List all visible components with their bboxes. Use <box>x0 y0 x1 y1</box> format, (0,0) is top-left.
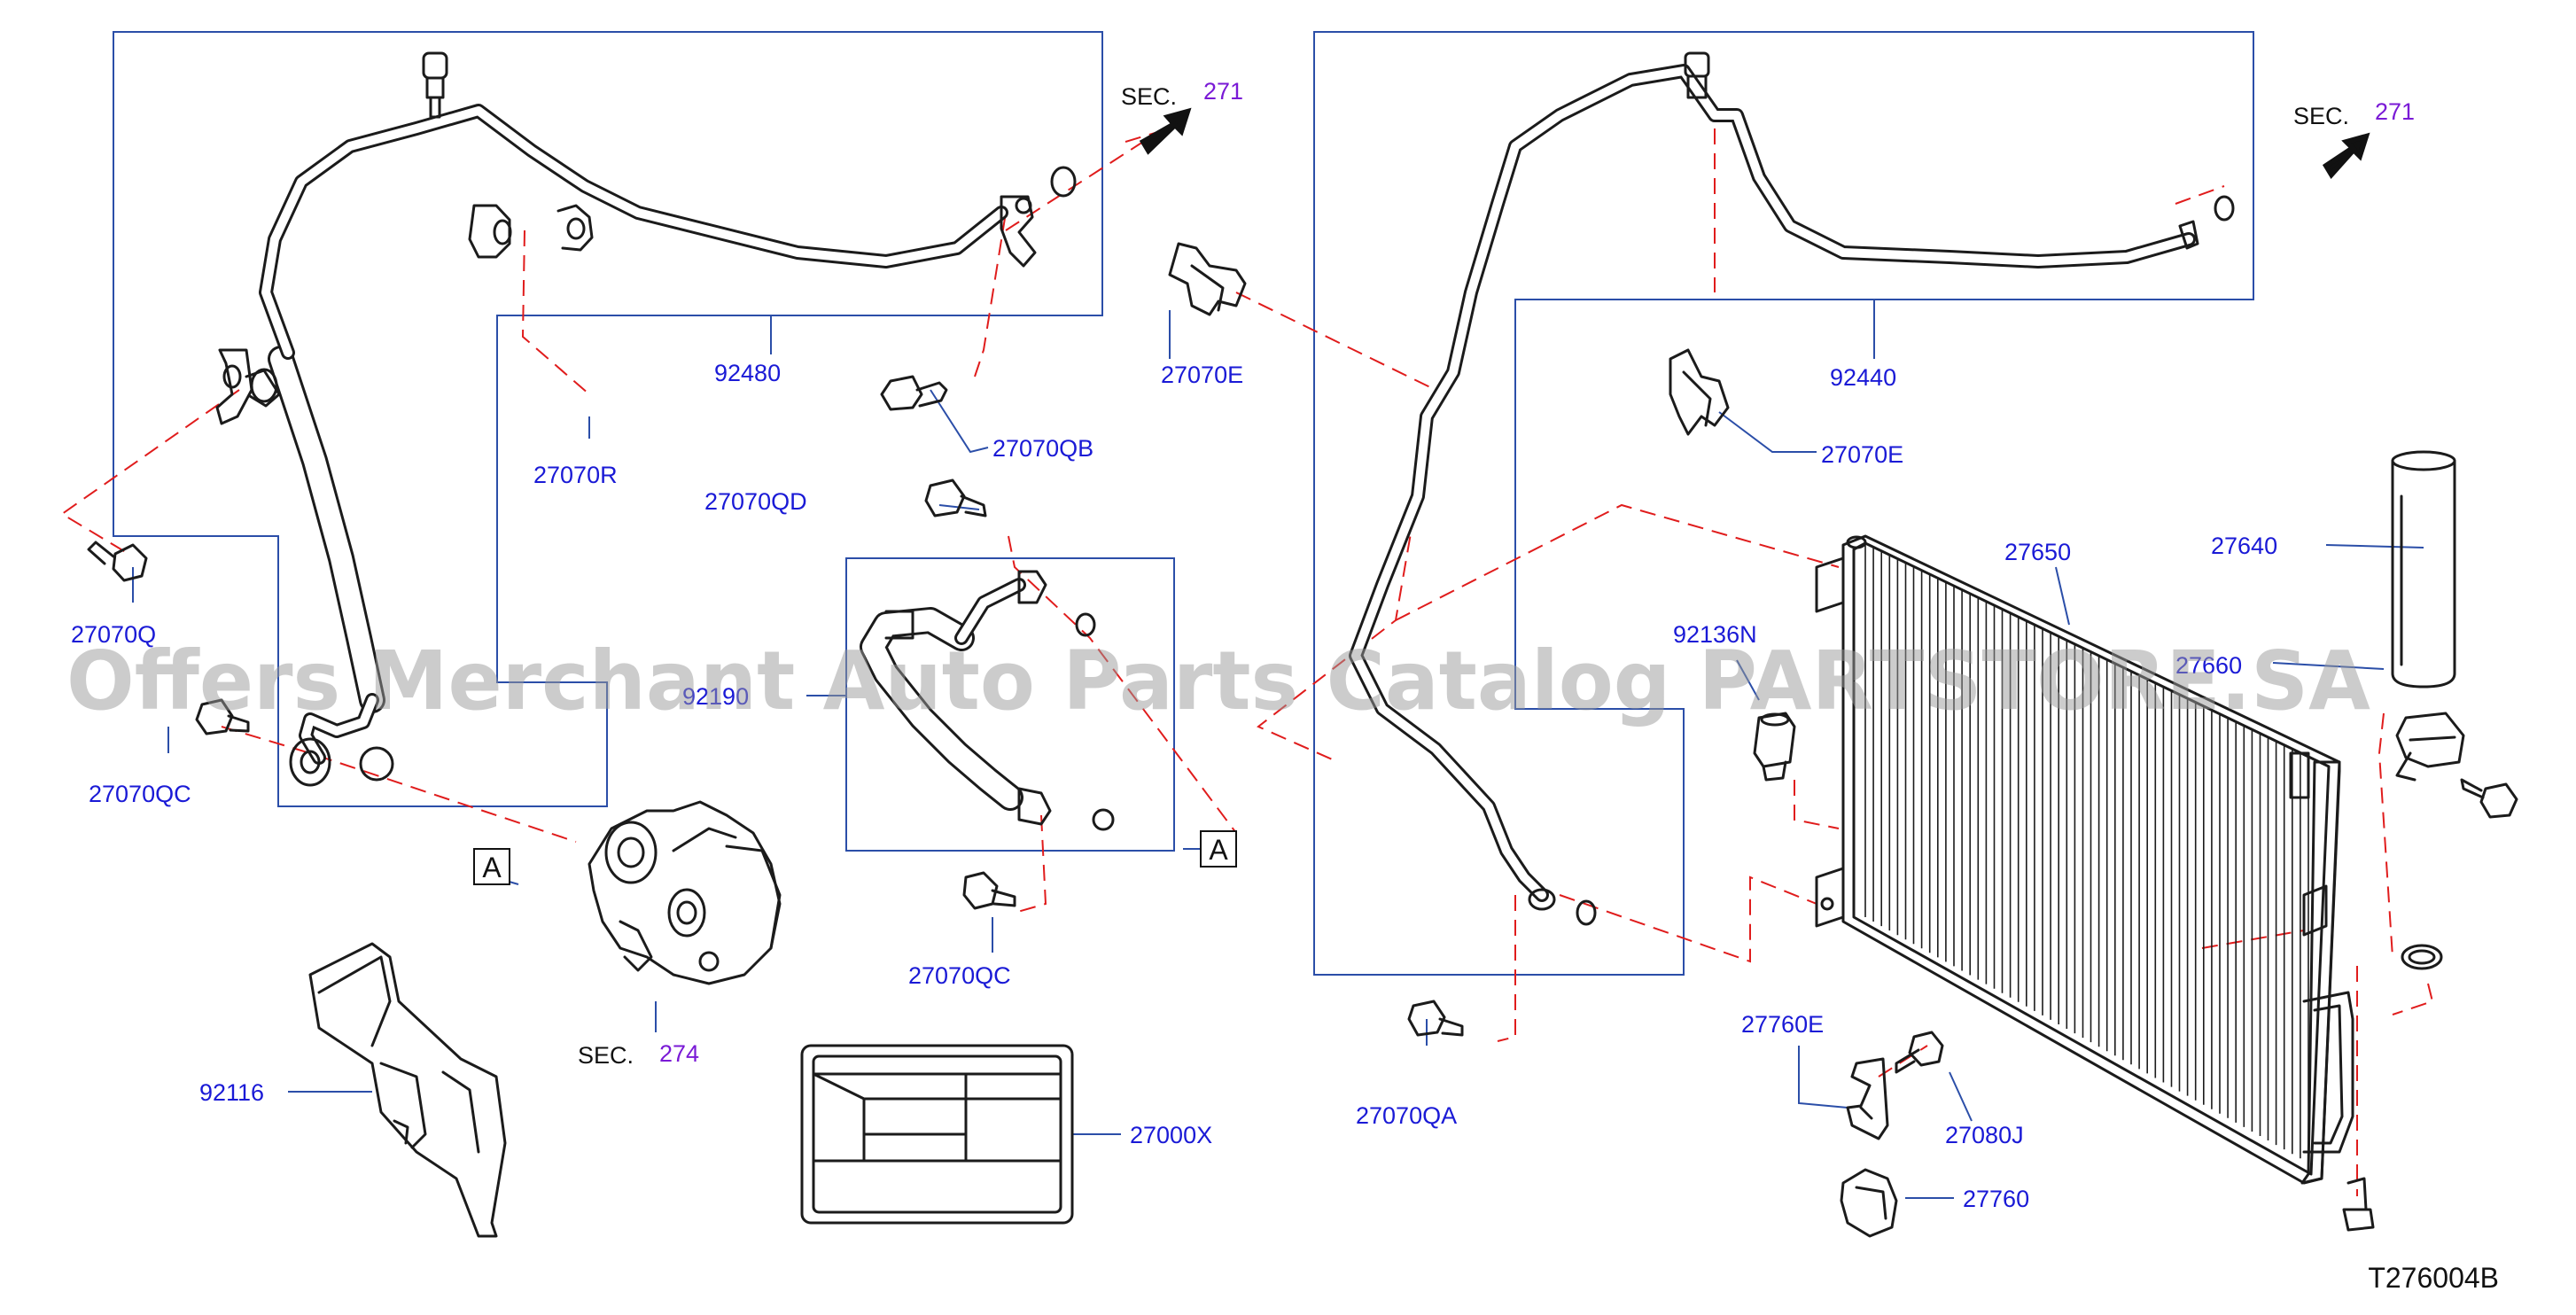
pipe-92440 <box>1349 51 2235 926</box>
part-number-92136N[interactable]: 92136N <box>1673 621 1757 648</box>
bolt-27070QD <box>924 479 987 517</box>
part-number-92440[interactable]: 92440 <box>1830 364 1896 391</box>
part-number-92116[interactable]: 92116 <box>199 1079 264 1106</box>
part-number-27070QC-left[interactable]: 27070QC <box>89 781 191 807</box>
section-arrow-top-right <box>2322 132 2370 180</box>
bolt-27070QB <box>880 375 948 411</box>
compressor <box>588 800 782 985</box>
pressure-sensor-92136N <box>1753 712 1796 782</box>
bracket-92116 <box>308 942 507 1238</box>
connector-27760 <box>1840 1168 1898 1238</box>
part-number-27070QD[interactable]: 27070QD <box>704 488 807 515</box>
part-number-27000X[interactable]: 27000X <box>1130 1122 1212 1148</box>
clip-27070E-mid <box>1669 348 1730 436</box>
part-number-27070QB[interactable]: 27070QB <box>992 435 1093 462</box>
sec-label-top-right: SEC. <box>2293 103 2349 129</box>
pipe-92480 <box>215 51 1077 787</box>
o-ring-dryer <box>2401 944 2443 970</box>
part-number-92190[interactable]: 92190 <box>682 683 749 710</box>
part-number-27070QC-center[interactable]: 27070QC <box>908 962 1011 989</box>
frame-92480 <box>113 31 1103 807</box>
watermark: Offers Merchant Auto Parts Catalog PARTS… <box>66 634 2370 728</box>
diagram-code: T276004B <box>2368 1262 2499 1294</box>
part-number-27640[interactable]: 27640 <box>2211 533 2277 559</box>
dryer-bracket-27660 <box>2395 712 2465 782</box>
section-arrow-top-left <box>1139 107 1192 155</box>
part-number-27070E-mid[interactable]: 27070E <box>1821 441 1903 468</box>
sec-number-top-left[interactable]: 271 <box>1203 78 1243 105</box>
part-number-27760E[interactable]: 27760E <box>1741 1011 1824 1038</box>
receiver-dryer-27640 <box>2391 450 2456 689</box>
dashed-guides <box>60 128 2434 1196</box>
bolt-27070QC-left <box>195 698 250 735</box>
part-number-27070R[interactable]: 27070R <box>533 462 618 488</box>
bolt-condenser-bottom <box>2342 1177 2375 1232</box>
ref-box-left: A <box>482 852 502 883</box>
sec-number-top-right[interactable]: 271 <box>2375 98 2415 125</box>
clip-27070E-top <box>1168 242 1247 316</box>
bolt-27070QA <box>1407 1000 1464 1037</box>
part-number-27070E-top[interactable]: 27070E <box>1161 362 1243 388</box>
bolt-27070QC-center <box>962 871 1016 910</box>
frame-92440 <box>1313 31 2254 976</box>
bolt-27070Q <box>87 541 148 582</box>
sec-label-compressor: SEC. <box>578 1042 634 1069</box>
bracket-27760E <box>1846 1057 1889 1140</box>
part-number-27760[interactable]: 27760 <box>1963 1186 2029 1212</box>
part-number-92480[interactable]: 92480 <box>714 360 781 386</box>
bolt-dryer <box>2460 778 2518 819</box>
part-number-27070Q[interactable]: 27070Q <box>71 621 156 648</box>
condenser-fins <box>1864 543 2309 1163</box>
label-27000X <box>800 1044 1074 1225</box>
part-number-27080J[interactable]: 27080J <box>1945 1122 2024 1148</box>
ref-box-left-frame <box>473 848 510 885</box>
hose-92190 <box>860 570 1115 831</box>
sec-number-compressor[interactable]: 274 <box>659 1040 699 1067</box>
part-number-27070QA[interactable]: 27070QA <box>1356 1102 1457 1129</box>
part-number-27660[interactable]: 27660 <box>2175 652 2242 679</box>
bolt-27080J <box>1895 1031 1944 1074</box>
sec-label-top-left: SEC. <box>1121 83 1177 110</box>
ref-box-right-frame <box>1200 830 1237 868</box>
frame-92190 <box>845 557 1175 852</box>
part-number-27650[interactable]: 27650 <box>2004 539 2071 565</box>
leader-lines <box>132 300 2424 1199</box>
ref-box-right: A <box>1209 834 1228 866</box>
